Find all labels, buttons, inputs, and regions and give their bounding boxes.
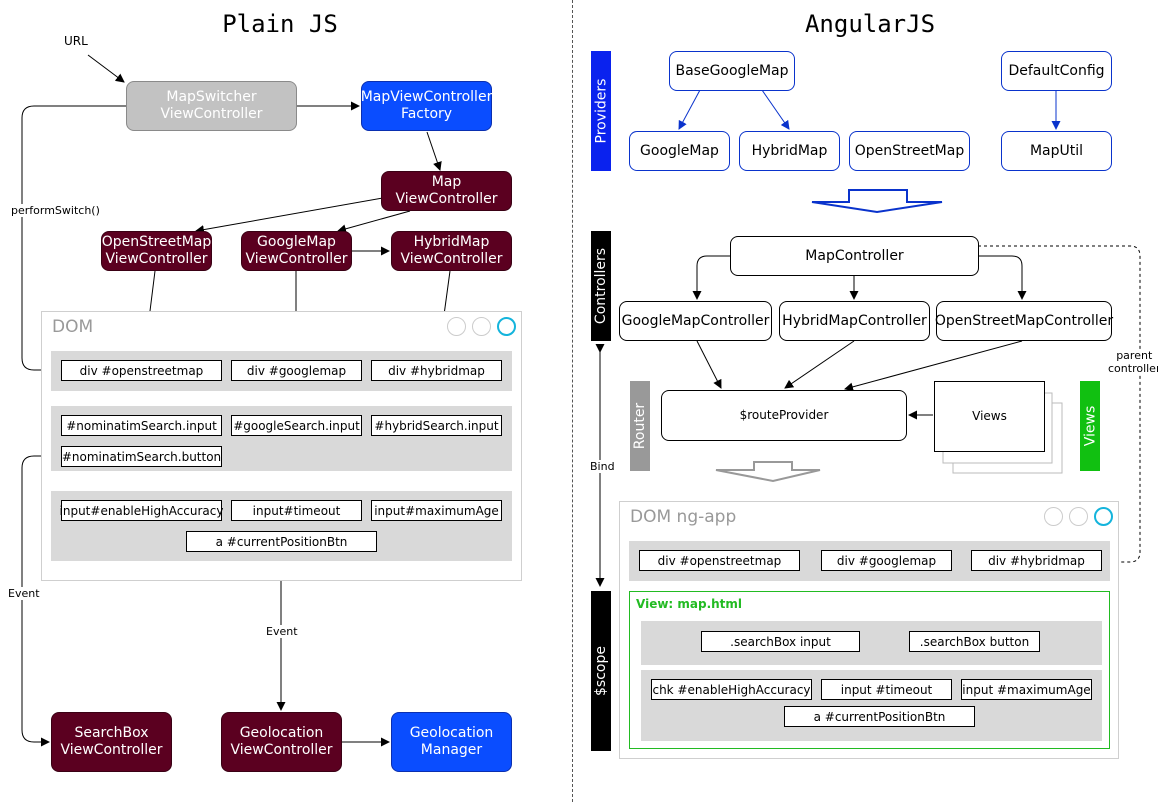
ng-div-googlemap: div #googlemap <box>821 550 952 571</box>
current-position-button: a #currentPositionBtn <box>186 531 377 552</box>
scope-bar-label: $scope <box>593 646 609 696</box>
searchbox-button: .searchBox button <box>909 631 1040 652</box>
hybridmap-view-controller: HybridMap ViewController <box>391 231 512 271</box>
div-openstreetmap: div #openstreetmap <box>61 360 222 381</box>
arrow-parent-controller <box>978 245 1141 567</box>
view-map-html-title: View: map.html <box>636 597 743 611</box>
arrow-url-to-switcher <box>87 54 125 83</box>
dom-panel-title: DOM <box>52 317 94 337</box>
googlemap-view-controller: GoogleMap ViewController <box>241 231 352 271</box>
ng-timeout-input: input #timeout <box>821 679 952 700</box>
hybrid-search-input: #hybridSearch.input <box>371 415 502 436</box>
google-map-controller: GoogleMapController <box>619 301 772 341</box>
openstreetmap-view-controller: OpenStreetMap ViewController <box>101 231 212 271</box>
map-view-controller: Map ViewController <box>381 171 512 211</box>
arrow-map-to-google <box>337 210 411 234</box>
chk-enable-high-accuracy: chk #enableHighAccuracy <box>651 679 812 700</box>
arrow-map-to-osmctrl <box>978 255 1027 300</box>
google-search-input: #googleSearch.input <box>231 415 362 436</box>
map-view-controller-factory: MapViewController Factory <box>361 81 492 131</box>
parent-controller-label: parent controller <box>1108 349 1158 375</box>
searchbox-input: .searchBox input <box>701 631 860 652</box>
arrow-perform-switch <box>21 105 126 375</box>
nominatim-search-input: #nominatimSearch.input <box>61 415 222 436</box>
window-circle-2 <box>472 317 491 336</box>
window-circle-1 <box>1044 507 1063 526</box>
arrow-hybridctrl-to-route <box>784 340 855 389</box>
router-bar: Router <box>630 381 650 471</box>
title-plain-js: Plain JS <box>222 10 338 38</box>
hybrid-map-provider: HybridMap <box>739 131 840 171</box>
openstreetmap-provider: OpenStreetMap <box>849 131 970 171</box>
url-label: URL <box>64 34 88 48</box>
scope-bar: $scope <box>591 591 611 751</box>
ng-current-position-button: a #currentPositionBtn <box>784 706 975 727</box>
views-box: Views <box>934 381 1045 452</box>
ng-div-openstreetmap: div #openstreetmap <box>639 550 800 571</box>
map-controller: MapController <box>730 236 979 276</box>
arrow-base-to-google <box>678 89 701 130</box>
arrow-map-to-googlectrl <box>692 255 730 300</box>
controllers-bar-label: Controllers <box>593 247 610 325</box>
window-circle-3 <box>497 317 516 336</box>
controllers-bar: Controllers <box>591 231 611 341</box>
ng-div-hybridmap: div #hybridmap <box>971 550 1102 571</box>
arrow-osmctrl-to-route <box>844 340 1023 392</box>
window-circle-1 <box>447 317 466 336</box>
searchbox-view-controller: SearchBox ViewController <box>51 712 172 772</box>
openstreetmap-controller: OpenStreetMapController <box>935 301 1113 341</box>
base-google-map-provider: BaseGoogleMap <box>669 51 795 91</box>
arrow-factory-to-map <box>426 131 442 171</box>
event-label-center: Event <box>266 625 298 638</box>
router-bar-label: Router <box>632 402 648 450</box>
title-angularjs: AngularJS <box>804 10 936 38</box>
views-bar: Views <box>1080 381 1100 471</box>
providers-bar: Providers <box>591 51 611 171</box>
arrow-map-to-osm <box>195 197 384 235</box>
geolocation-manager: Geolocation Manager <box>391 712 512 772</box>
div-googlemap: div #googlemap <box>231 360 362 381</box>
window-circle-3 <box>1094 507 1113 526</box>
enable-high-accuracy-input: input#enableHighAccuracy <box>60 500 223 521</box>
geolocation-view-controller: Geolocation ViewController <box>221 712 342 772</box>
div-hybridmap: div #hybridmap <box>371 360 502 381</box>
bind-label: Bind <box>590 460 615 473</box>
views-bar-label: Views <box>1082 405 1098 447</box>
route-provider: $routeProvider <box>661 390 907 441</box>
maximum-age-input: input#maximumAge <box>371 500 502 521</box>
section-divider <box>572 0 573 802</box>
window-circle-2 <box>1069 507 1088 526</box>
dom-ng-app-title: DOM ng-app <box>630 507 737 527</box>
hybrid-map-controller: HybridMapController <box>779 301 930 341</box>
nominatim-search-button: #nominatimSearch.button <box>61 446 222 467</box>
arrow-googlectrl-to-route <box>696 340 722 389</box>
big-blue-down-arrow <box>811 189 943 214</box>
arrow-base-to-hybrid <box>761 89 790 130</box>
gray-down-arrow <box>715 461 821 483</box>
event-label-left: Event <box>8 587 40 600</box>
default-config-provider: DefaultConfig <box>1001 51 1112 91</box>
google-map-provider: GoogleMap <box>629 131 730 171</box>
map-switcher-view-controller: MapSwitcher ViewController <box>126 81 297 131</box>
ng-maximum-age-input: input #maximumAge <box>961 679 1092 700</box>
providers-bar-label: Providers <box>593 78 609 144</box>
perform-switch-label: performSwitch() <box>11 204 100 217</box>
timeout-input: input#timeout <box>231 500 362 521</box>
maputil-provider: MapUtil <box>1001 131 1112 171</box>
